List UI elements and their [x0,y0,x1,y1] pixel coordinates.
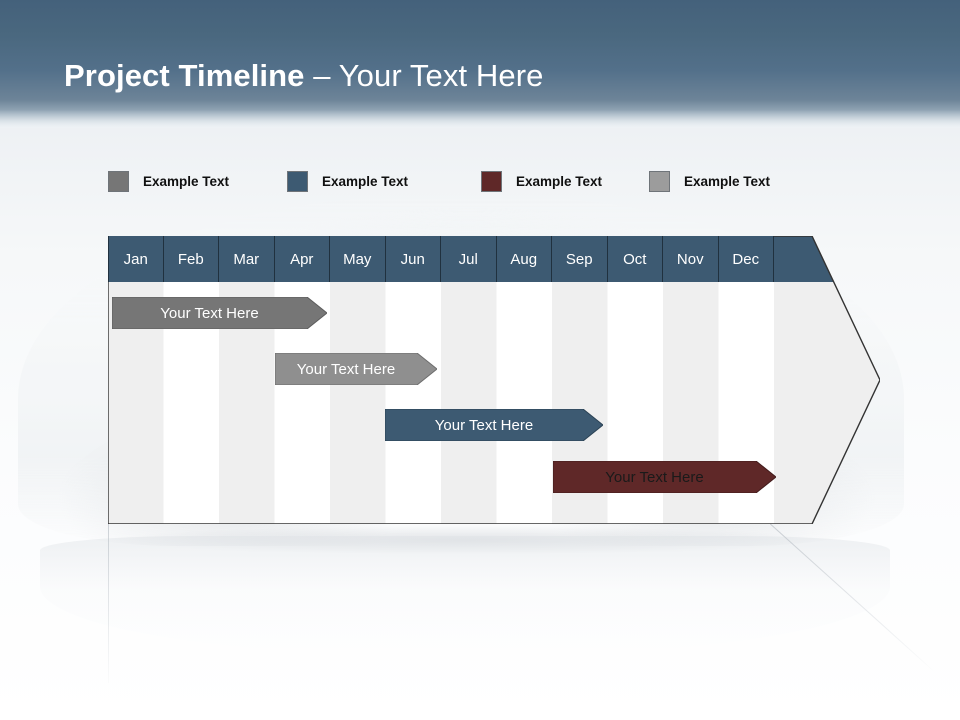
legend-item-4[interactable]: Example Text [649,168,770,194]
legend-item-label: Example Text [684,173,771,189]
task-bar-shape [112,297,327,329]
month-header-jan[interactable]: Jan [108,236,164,282]
legend-swatch-lightgray [649,170,670,192]
guide-line-diagonal [770,523,940,673]
month-header-jun[interactable]: Jun [385,236,441,282]
legend-item-label: Example Text [322,173,409,189]
month-header-sep[interactable]: Sep [552,236,608,282]
legend-item-2[interactable]: Example Text [287,168,408,194]
legend-item-label: Example Text [516,173,603,189]
task-bar-label: Your Text Here [296,360,396,378]
legend: Example Text Example Text Example Text Exam… [108,168,808,194]
month-header-apr[interactable]: Apr [274,236,330,282]
task-bar-shape [275,353,437,385]
month-header-dec[interactable]: Dec [718,236,774,282]
task-bar-label: Your Text Here [160,304,259,322]
month-header-feb[interactable]: Feb [163,236,219,282]
task-bar-2[interactable]: Your Text Here [275,353,437,385]
legend-item-3[interactable]: Example Text [481,168,602,194]
task-bar-4[interactable]: Your Text Here [553,461,776,493]
title-banner [0,0,960,128]
month-header-nov[interactable]: Nov [663,236,719,282]
legend-swatch-blue [287,170,308,192]
task-bar-shape [553,461,776,493]
task-bar-3[interactable]: Your Text Here [385,409,603,441]
guide-line-vertical [108,523,109,683]
month-header-jul[interactable]: Jul [441,236,497,282]
legend-swatch-gray [108,170,129,192]
page-title-light: – Your Text Here [304,58,544,93]
page-title-strong: Project Timeline [64,58,305,93]
month-header-aug[interactable]: Aug [496,236,552,282]
legend-item-1[interactable]: Example Text [108,168,229,194]
legend-swatch-red [481,170,502,192]
month-header-may[interactable]: May [330,236,386,282]
legend-item-label: Example Text [143,173,230,189]
task-bar-label: Your Text Here [605,468,704,486]
task-bar-1[interactable]: Your Text Here [112,297,327,329]
timeline-arrow-body [108,236,880,524]
month-header-mar[interactable]: Mar [219,236,275,282]
month-header-oct[interactable]: Oct [607,236,663,282]
task-bar-shape [385,409,603,441]
task-bar-label: Your Text Here [434,416,534,434]
page-title: Project Timeline – Your Text Here [64,58,543,94]
